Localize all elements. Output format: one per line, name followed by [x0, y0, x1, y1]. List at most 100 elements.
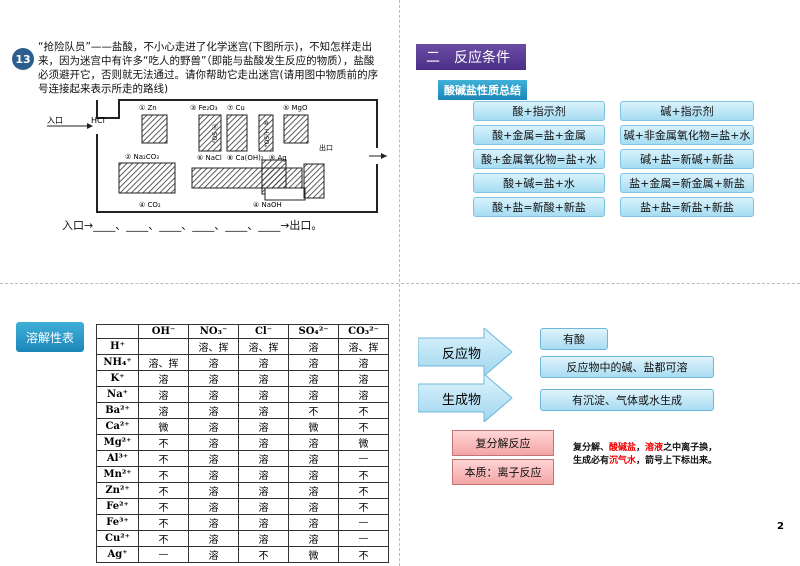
table-header-cell: CO₃²⁻ — [338, 324, 389, 339]
ion-cell: Zn²⁺ — [96, 482, 139, 499]
ion-cell: Ca²⁺ — [96, 418, 139, 435]
solubility-cell: 溶 — [188, 546, 239, 563]
table-row: Mn²⁺不溶溶溶不 — [96, 466, 389, 483]
solubility-cell: 溶 — [288, 482, 339, 499]
solubility-cell: 溶 — [188, 514, 239, 531]
solubility-cell: 不 — [338, 466, 389, 483]
rule-box-left: 酸+金属氧化物=盐+水 — [473, 149, 605, 169]
rule-box-right: 碱+非金属氧化物=盐+水 — [620, 125, 754, 145]
rule-box-right: 碱+盐=新碱+新盐 — [620, 149, 754, 169]
ion-cell: Mn²⁺ — [96, 466, 139, 483]
solubility-cell — [138, 338, 189, 355]
solubility-cell: 溶 — [288, 338, 339, 355]
solubility-cell: 溶 — [188, 434, 239, 451]
maze-exit-label: 出口 — [319, 143, 333, 152]
table-row: Ca²⁺微溶溶微不 — [96, 418, 389, 435]
solubility-cell: 溶 — [238, 418, 289, 435]
solubility-cell: — — [338, 450, 389, 467]
ion-cell: Ag⁺ — [96, 546, 139, 563]
solubility-cell: 溶 — [238, 434, 289, 451]
solubility-cell: 溶 — [238, 354, 289, 371]
maze-cell-label: ④ CO₂ — [139, 201, 161, 209]
mnemonic-note: 复分解、酸碱盐，溶液之中离子换， 生成必有沉气水，箭号上下标出来。 — [573, 442, 717, 468]
question-number-badge: 13 — [12, 48, 34, 70]
note-text: 之中离子换， — [663, 443, 718, 453]
solubility-cell: 不 — [138, 450, 189, 467]
solubility-cell: — — [138, 546, 189, 563]
solubility-cell: 微 — [288, 418, 339, 435]
solubility-cell: 溶 — [238, 466, 289, 483]
solubility-cell: 溶 — [188, 370, 239, 387]
ion-cell: NH₄⁺ — [96, 354, 139, 371]
maze-cell-label: ⑧ Ca(OH)₂ — [227, 154, 264, 162]
ion-cell: Al³⁺ — [96, 450, 139, 467]
table-row: Fe²⁺不溶溶溶不 — [96, 498, 389, 515]
solubility-cell: 溶、挥 — [188, 338, 239, 355]
section-title: 二 反应条件 — [416, 44, 526, 70]
solubility-cell: 溶 — [338, 386, 389, 403]
maze-cell-label: ⑨ Ag — [269, 154, 287, 162]
solubility-cell: 溶 — [238, 498, 289, 515]
problem-text: “抢险队员”——盐酸，不小心走进了化学迷宫(下图所示)，不知怎样走出来，因为迷宫… — [38, 41, 379, 95]
solubility-cell: — — [338, 514, 389, 531]
reactant-arrow — [418, 328, 513, 376]
maze-vertical-label: ⑪ SO₃ — [211, 123, 218, 143]
solubility-cell: 溶 — [188, 450, 239, 467]
solubility-cell: 溶 — [188, 386, 239, 403]
note-text: 复分解、 — [573, 443, 610, 453]
solubility-cell: 溶 — [188, 466, 239, 483]
note-text: ，箭号上下标出来。 — [636, 456, 718, 466]
solubility-cell: 溶 — [188, 498, 239, 515]
ion-cell: Ba²⁺ — [96, 402, 139, 419]
solubility-cell: 不 — [338, 482, 389, 499]
table-row: K⁺溶溶溶溶溶 — [96, 370, 389, 387]
table-header-cell: SO₄²⁻ — [288, 324, 339, 339]
solubility-cell: 溶 — [188, 530, 239, 547]
maze-cell-label: ① Zn — [139, 104, 157, 112]
maze-cell-label: ⑥ NaCl — [197, 154, 222, 162]
solubility-cell: 溶 — [238, 450, 289, 467]
solubility-cell: 溶 — [238, 530, 289, 547]
essence-box: 本质：离子反应 — [452, 459, 554, 485]
table-row: Ag⁺—溶不微不 — [96, 546, 389, 563]
solubility-cell: 溶 — [238, 514, 289, 531]
solubility-cell: 溶 — [288, 498, 339, 515]
note-text: ， — [636, 443, 646, 453]
solubility-cell: 不 — [338, 402, 389, 419]
solubility-cell: 不 — [238, 546, 289, 563]
maze-vertical-label: ⑩ H₂SO₄ — [263, 120, 270, 147]
solubility-cell: 不 — [338, 498, 389, 515]
solubility-cell: 溶 — [338, 370, 389, 387]
table-row: Fe³⁺不溶溶溶— — [96, 514, 389, 531]
note-highlight: 沉气水 — [609, 456, 637, 466]
rule-box-left: 酸+碱=盐+水 — [473, 173, 605, 193]
page-number: 2 — [777, 521, 784, 532]
solubility-cell: 溶 — [188, 354, 239, 371]
solubility-cell: 不 — [138, 482, 189, 499]
condition-box: 有沉淀、气体或水生成 — [540, 389, 714, 411]
maze-cell-label: ③ Fe₂O₃ — [190, 104, 218, 112]
horizontal-divider — [0, 283, 800, 284]
rule-box-right: 盐+盐=新盐+新盐 — [620, 197, 754, 217]
solubility-cell: 不 — [288, 402, 339, 419]
table-row: NH₄⁺溶、挥溶溶溶溶 — [96, 354, 389, 371]
solubility-cell: 溶 — [238, 370, 289, 387]
solubility-cell: 微 — [338, 434, 389, 451]
chemistry-maze-diagram: 入口 HCl 出口 ① Zn ③ Fe₂O₃ ⑦ Cu ⑤ MgO ② Na₂C… — [47, 99, 387, 213]
ion-cell: Fe²⁺ — [96, 498, 139, 515]
ion-cell: Mg²⁺ — [96, 434, 139, 451]
solubility-cell: 不 — [138, 466, 189, 483]
solubility-cell: 微 — [288, 546, 339, 563]
solubility-cell: 溶 — [238, 482, 289, 499]
table-header-cell: Cl⁻ — [238, 324, 289, 339]
table-row: Na⁺溶溶溶溶溶 — [96, 386, 389, 403]
table-row: Ba²⁺溶溶溶不不 — [96, 402, 389, 419]
product-label: 生成物 — [442, 393, 482, 408]
product-arrow — [418, 374, 513, 422]
maze-cell-label: ⑦ Cu — [227, 104, 245, 112]
maze-cell-label: ④ NaOH — [253, 201, 282, 209]
solubility-cell: 不 — [138, 514, 189, 531]
ion-cell: H⁺ — [96, 338, 139, 355]
solubility-cell: 不 — [138, 434, 189, 451]
